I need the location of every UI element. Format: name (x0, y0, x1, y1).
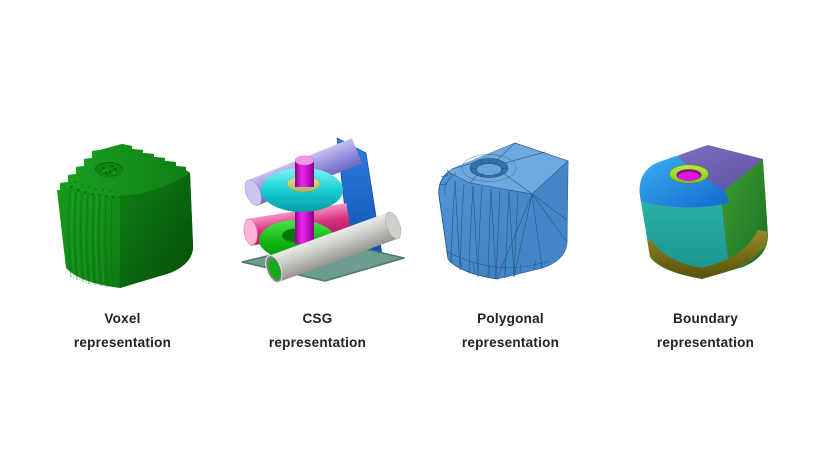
figure-label-line2: representation (461, 335, 560, 350)
figure-label-line2: representation (268, 335, 367, 350)
figure-label-line2: representation (73, 335, 172, 350)
csg-gray-cylinder (265, 211, 402, 283)
polygonal-model-image (438, 142, 569, 280)
figure-label-line1: Voxel (104, 311, 141, 326)
figure-csg: CSG representation (230, 135, 405, 385)
voxel-model-image (57, 144, 194, 288)
csg-magenta-cylinder-lower (295, 202, 314, 244)
boundary-model-image (639, 145, 768, 279)
figure-label-line1: CSG (302, 311, 333, 326)
figure-label-line1: Polygonal (477, 311, 544, 326)
figure-polygonal: Polygonal representation (423, 135, 598, 385)
boundary-bottom-band (644, 230, 768, 279)
voxel-top-hole (94, 162, 124, 178)
polygonal-top-hole (470, 158, 508, 178)
boundary-top-hole (669, 164, 709, 184)
csg-magenta-cylinder-upper (294, 155, 315, 187)
figure-boundary: Boundary representation (618, 135, 793, 385)
figure-voxel: Voxel representation (35, 135, 210, 385)
figure-label-line1: Boundary (672, 311, 738, 326)
polygonal-wireframe (439, 142, 569, 280)
csg-model-image (241, 137, 405, 283)
figure-label-line2: representation (656, 335, 755, 350)
